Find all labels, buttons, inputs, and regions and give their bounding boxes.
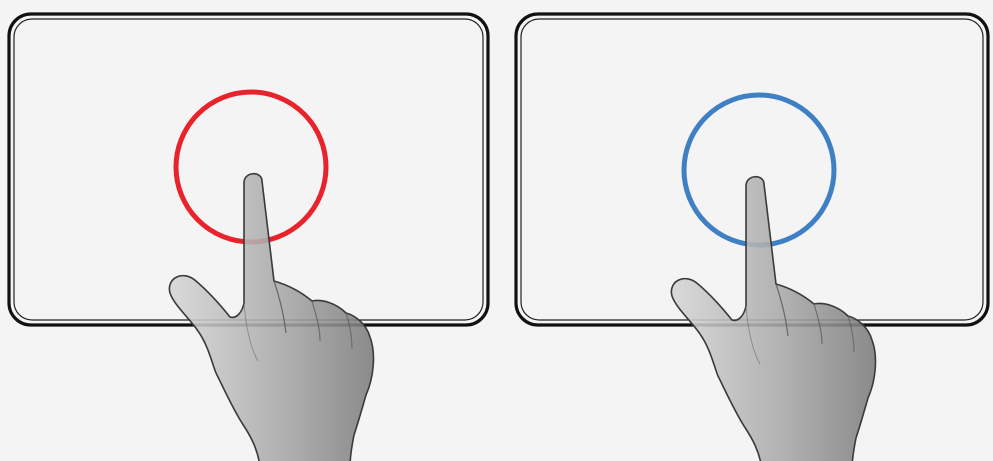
left-touchpad bbox=[7, 12, 490, 461]
right-touchpad bbox=[514, 12, 990, 461]
